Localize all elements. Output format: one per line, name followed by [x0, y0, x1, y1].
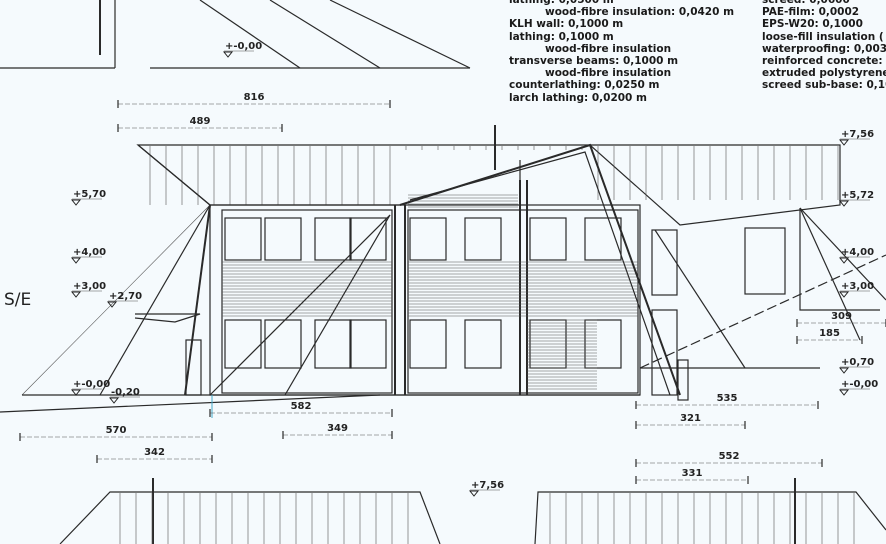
- floor-layer-item: screed sub-base: 0,100: [762, 79, 886, 92]
- wall-layer-item: wood-fibre insulation: 0,0420 m: [545, 6, 735, 19]
- wall-layer-item: lathing: 0,1000 m: [509, 30, 614, 43]
- wall-layer-item: larch lathing: 0,0200 m: [509, 91, 647, 104]
- level-marker-label: +4,00: [73, 247, 106, 258]
- wall-layer-item: lathing: 0,0500 m: [509, 0, 614, 6]
- dimension-label: 582: [291, 401, 312, 412]
- dimension-label: 309: [831, 311, 852, 322]
- level-marker-label: +7,56: [841, 129, 874, 140]
- wall-layer-item: wood-fibre insulation: [545, 42, 672, 55]
- dimension-lines: 816 489 582 349 570 342 535 321 552 331 309 185: [19, 92, 886, 484]
- floor-layer-item: reinforced concrete: 0: [762, 55, 886, 68]
- dimension-label: 816: [244, 92, 265, 103]
- view-label: S/E: [4, 290, 32, 310]
- dimension-label: 331: [682, 468, 703, 479]
- dimension-label: 342: [144, 447, 165, 458]
- level-marker-label: +3,00: [73, 281, 106, 292]
- floor-layer-item: loose-fill insulation (: [762, 30, 884, 43]
- level-marker-label: +5,70: [73, 189, 106, 200]
- level-marker-label: -0,20: [111, 387, 140, 398]
- wall-layer-item: transverse beams: 0,1000 m: [509, 55, 679, 68]
- upper-section-fragment: [0, 0, 471, 69]
- building-elevation: [0, 125, 886, 418]
- level-marker-label: +3,00: [841, 281, 874, 292]
- level-marker-label: +0,70: [841, 357, 874, 368]
- dimension-label: 321: [680, 413, 701, 424]
- dimension-label: 489: [190, 116, 211, 127]
- level-marker-label: +4,00: [841, 247, 874, 258]
- lower-section-fragment: [59, 478, 886, 544]
- level-marker-label: +5,72: [841, 190, 874, 201]
- dimension-label: 185: [819, 328, 840, 339]
- level-marker-label: +-0,00: [841, 379, 878, 390]
- wall-layer-item: wood-fibre insulation: [545, 67, 672, 80]
- floor-layer-item: EPS-W20: 0,1000: [762, 18, 863, 31]
- level-marker-label: +-0,00: [73, 379, 110, 390]
- floor-layer-item: screed: 0,0600: [762, 0, 850, 6]
- level-marker-label: +7,56: [471, 480, 504, 491]
- wall-layer-item: KLH wall: 0,1000 m: [509, 18, 624, 31]
- dimension-label: 570: [106, 425, 127, 436]
- dimension-label: 535: [717, 393, 738, 404]
- dimension-label: 552: [719, 451, 740, 462]
- level-marker-label: +-0,00: [225, 41, 262, 52]
- level-marker-label: +2,70: [109, 291, 142, 302]
- level-markers: +-0,00+5,70+4,00+3,00+2,70+-0,00-0,20+7,…: [70, 41, 878, 497]
- wall-layer-item: counterlathing: 0,0250 m: [509, 79, 660, 92]
- floor-layer-item: waterproofing: 0,0030: [762, 42, 886, 55]
- dimension-label: 349: [327, 423, 348, 434]
- floor-layer-item: PAE-film: 0,0002: [762, 6, 860, 19]
- floor-layer-item: extruded polystyrene: [762, 67, 886, 80]
